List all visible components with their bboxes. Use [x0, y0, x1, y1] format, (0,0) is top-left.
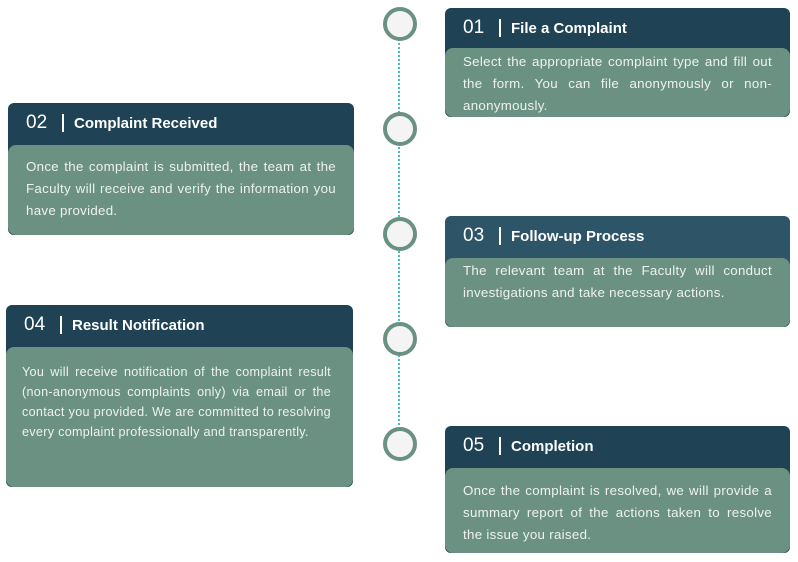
- step-description: Once the complaint is resolved, we will …: [445, 468, 790, 553]
- step-title: File a Complaint: [511, 19, 627, 37]
- step-number: 04: [24, 314, 46, 335]
- step-title: Completion: [511, 437, 594, 455]
- step-description: You will receive notification of the com…: [6, 347, 353, 487]
- step-card-2: 02 Complaint Received Once the complaint …: [8, 103, 354, 235]
- step-description: The relevant team at the Faculty will co…: [445, 258, 790, 327]
- step-description: Select the appropriate complaint type an…: [445, 48, 790, 117]
- divider: [499, 227, 501, 245]
- divider: [62, 114, 64, 132]
- divider: [499, 437, 501, 455]
- step-number: 01: [463, 17, 485, 38]
- step-number: 05: [463, 435, 485, 456]
- timeline-node-4: [383, 322, 417, 356]
- timeline-node-5: [383, 427, 417, 461]
- step-number: 02: [26, 112, 48, 133]
- step-card-1: 01 File a Complaint Select the appropriat…: [445, 8, 790, 117]
- step-title: Follow-up Process: [511, 227, 645, 245]
- timeline-node-1: [383, 7, 417, 41]
- step-card-3: 03 Follow-up Process The relevant team at…: [445, 216, 790, 327]
- step-card-5: 05 Completion Once the complaint is resol…: [445, 426, 790, 553]
- divider: [499, 19, 501, 37]
- step-title: Result Notification: [72, 316, 205, 334]
- step-card-4: 04 Result Notification You will receive n…: [6, 305, 353, 487]
- divider: [60, 316, 62, 334]
- step-number: 03: [463, 225, 485, 246]
- step-description: Once the complaint is submitted, the tea…: [8, 145, 354, 235]
- step-title: Complaint Received: [74, 114, 218, 132]
- timeline-node-2: [383, 112, 417, 146]
- timeline-node-3: [383, 217, 417, 251]
